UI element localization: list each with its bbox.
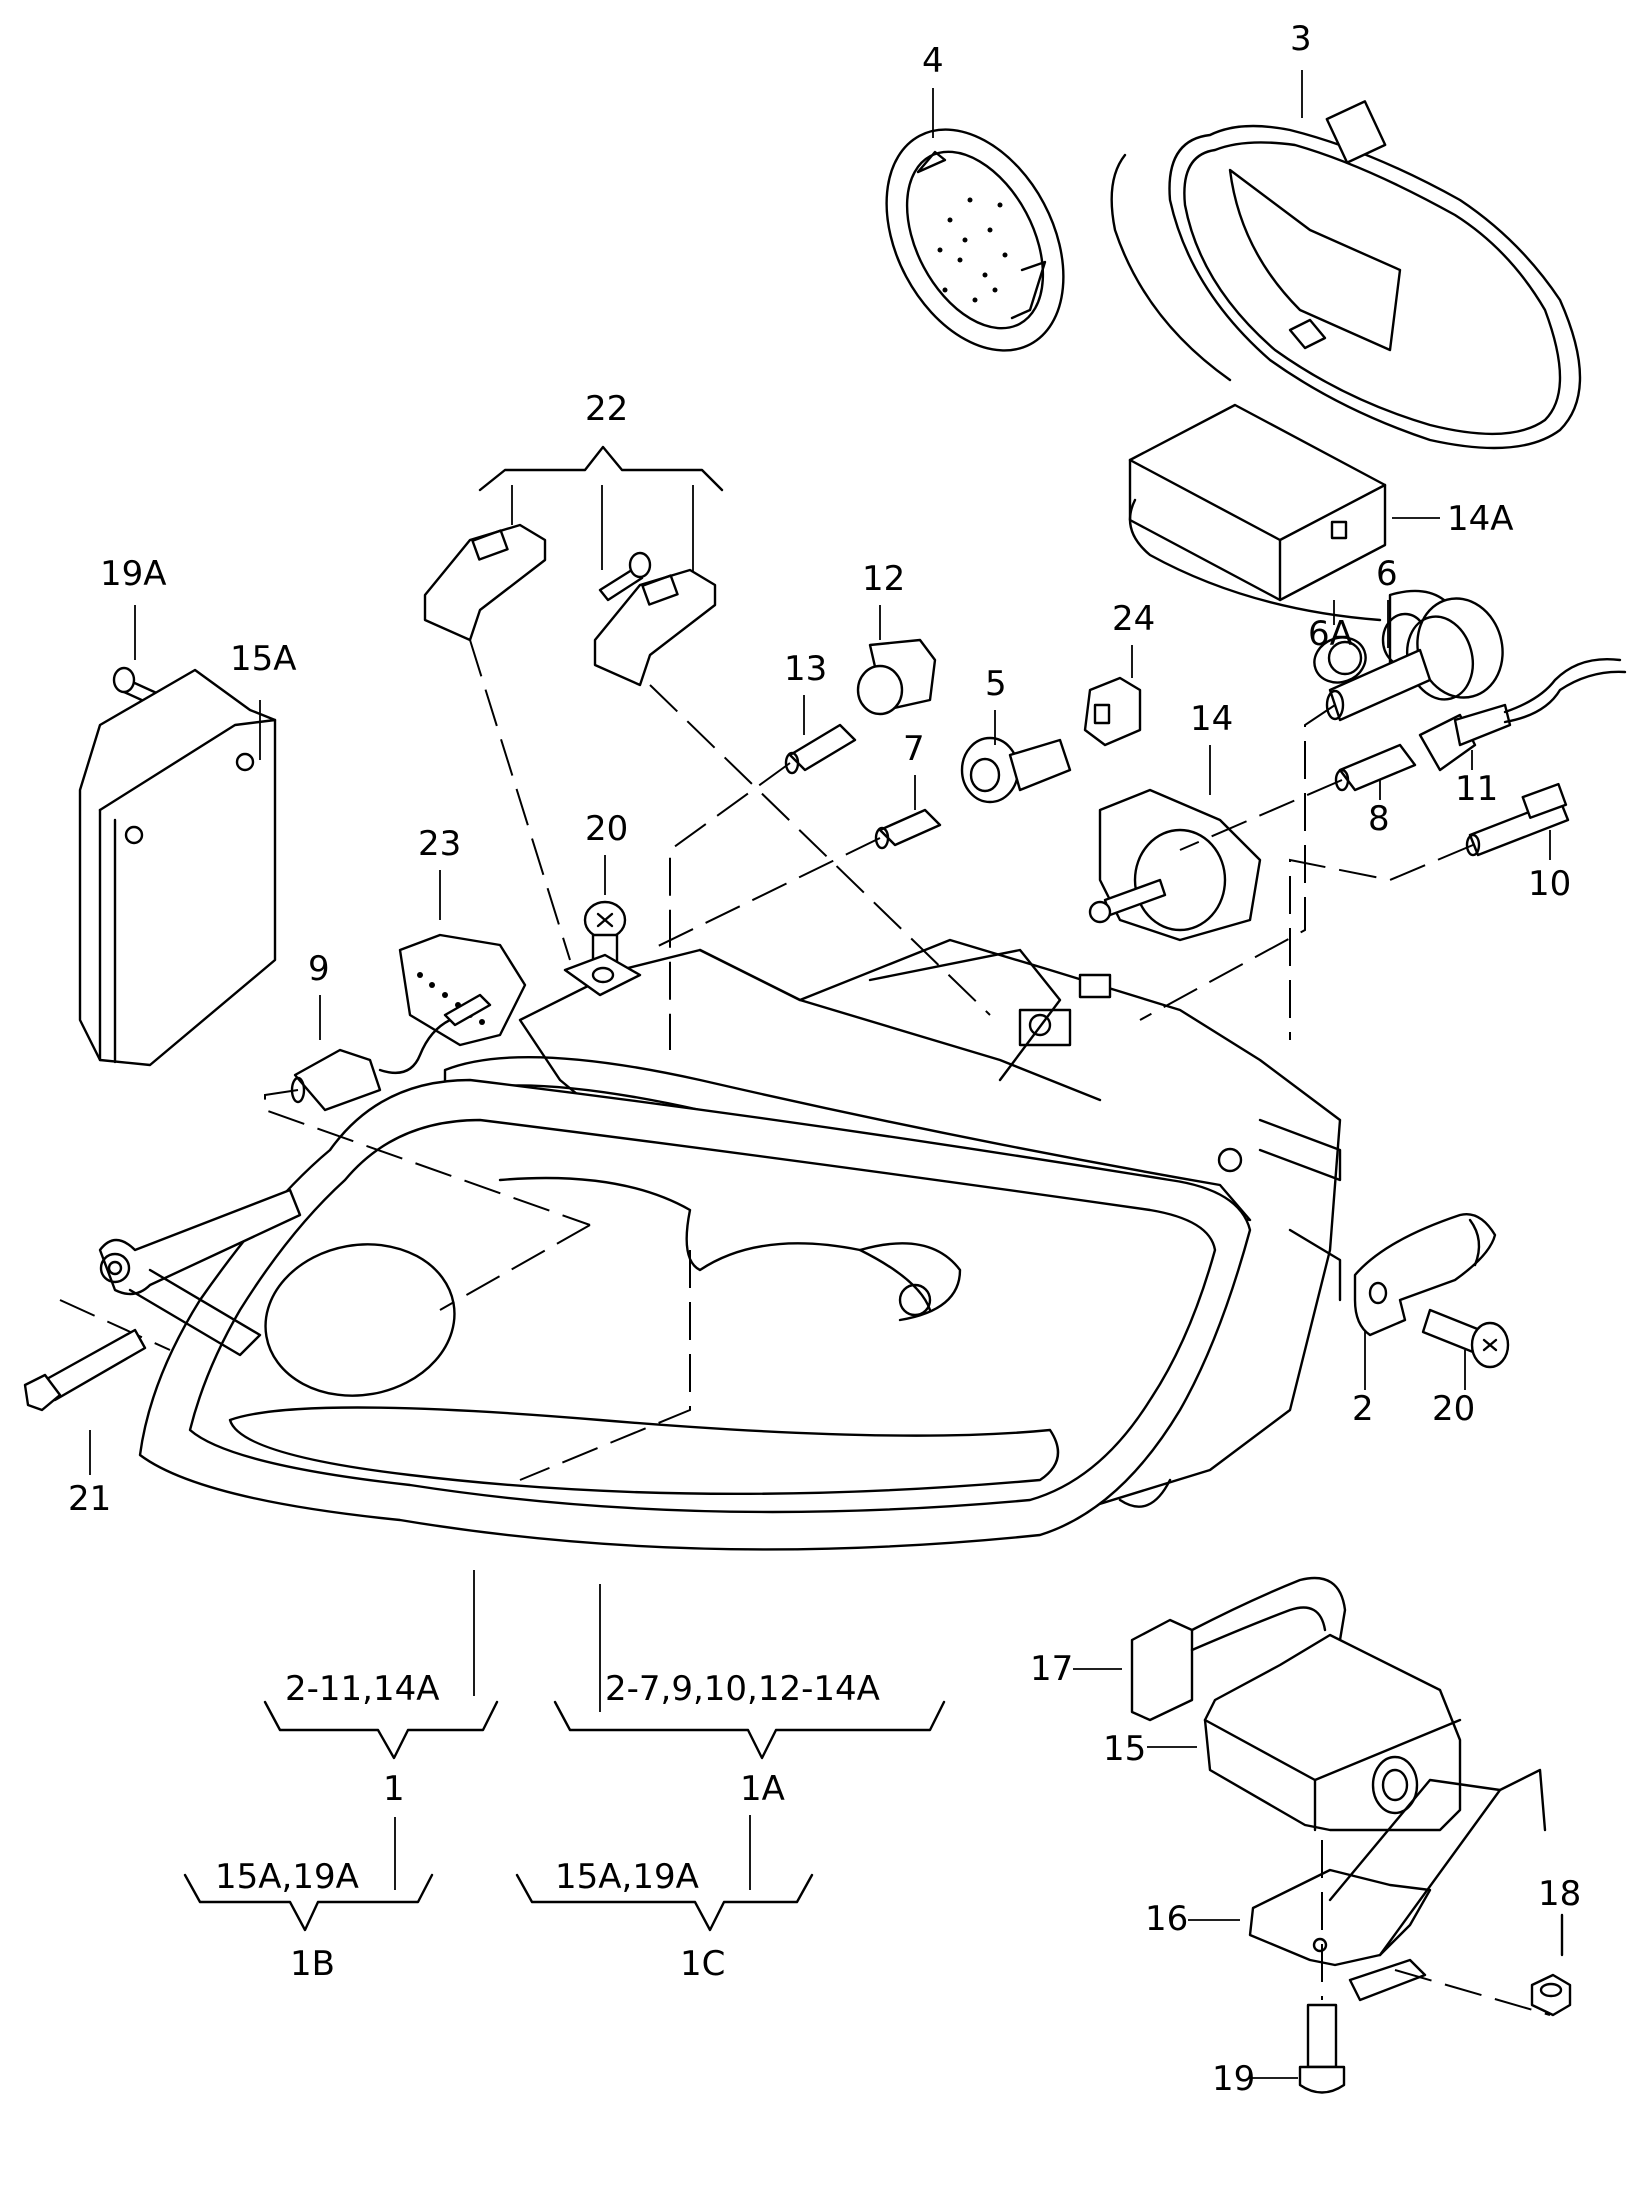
part-19-screw [1298,2003,1346,2094]
part-6-xenon-bulb [1325,597,1504,722]
assembly-line-9 [264,1089,591,1226]
group-1B-contents: 15A,19A [215,1857,359,1897]
callout-14A: 14A [1447,499,1514,539]
part-8-small-bulb [1334,743,1417,792]
callout-8: 8 [1368,799,1390,839]
callout-16: 16 [1145,1899,1188,1939]
callout-6: 6 [1376,554,1398,594]
callout-2: 2 [1352,1389,1374,1429]
callout-1B: 1B [290,1944,335,1984]
assembly-line-center [519,1250,691,1481]
callout-6A: 6A [1308,614,1353,654]
callout-13: 13 [784,649,827,689]
part-17-connector [1130,1576,1347,1722]
callout-3: 3 [1290,19,1312,59]
part-4-cover-cap [885,128,1065,352]
assembly-line-clip-left [469,639,571,961]
callout-15A: 15A [230,639,297,679]
part-24-connector [1083,676,1142,747]
callout-1: 1 [383,1769,405,1809]
callout-17: 17 [1030,1649,1073,1689]
part-11-socket-harness [1418,658,1627,772]
part-23-connector [398,933,527,1047]
bracket-group-1A [553,1700,946,1760]
assembly-line-7 [649,837,881,951]
callout-21: 21 [68,1479,111,1519]
bracket-group-1 [263,1700,499,1760]
assembly-line-projector [439,1224,591,1311]
callout-11: 11 [1455,769,1498,809]
bracket-group-1B [183,1873,434,1932]
part-22-screw [598,551,652,602]
callout-4: 4 [922,41,944,81]
callout-7: 7 [903,729,925,769]
part-14-adjuster-motor [1088,788,1262,942]
callout-22: 22 [585,389,628,429]
part-18-nut [1530,1973,1572,2017]
part-10-h1-bulb [1465,782,1570,857]
part-20-screw-right [1421,1308,1510,1369]
part-21-bolt [23,1328,147,1412]
callout-10: 10 [1528,864,1571,904]
callout-20-upper: 20 [585,809,628,849]
callout-18: 18 [1538,1874,1581,1914]
callout-19: 19 [1212,2059,1255,2099]
callout-23: 23 [418,824,461,864]
part-22-clip-right [593,568,717,687]
part-2-bracket [1353,1213,1497,1337]
bracket-22 [478,445,724,492]
callout-24: 24 [1112,599,1155,639]
group-1C-contents: 15A,19A [555,1857,699,1897]
part-15-ballast-module [1203,1633,1462,1832]
part-15A-control-unit [78,668,277,1067]
assembly-line-18 [1394,1969,1551,2016]
callout-1A: 1A [740,1769,785,1809]
assembly-line-6 [1139,704,1336,1021]
callout-1C: 1C [680,1944,725,1984]
part-3-rear-cover [1110,100,1582,450]
callout-5: 5 [985,664,1007,704]
part-22-clip-left [423,523,547,642]
part-5-bulb [960,736,1072,804]
callout-12: 12 [862,559,905,599]
part-6A-ring [1313,636,1367,684]
part-14A-control-unit [1128,403,1464,677]
part-1-headlight-housing [98,938,1342,1551]
assembly-line-clip-right [649,684,991,1016]
assembly-line-8 [1179,779,1343,851]
callout-14: 14 [1190,699,1233,739]
callout-19A: 19A [100,554,167,594]
callout-15: 15 [1103,1729,1146,1769]
group-1A-contents: 2-7,9,10,12-14A [605,1669,880,1709]
assembly-line-10 [1289,844,1474,1040]
assembly-line-21 [59,1299,171,1351]
part-9-bulb [290,993,492,1112]
callout-20-right: 20 [1432,1389,1475,1429]
bracket-group-1C [515,1873,814,1932]
part-12-bulb-socket [856,638,937,716]
part-7-small-bulb [874,808,942,850]
part-16-mounting-bracket [1248,1768,1547,2002]
callout-9: 9 [308,949,330,989]
group-1-contents: 2-11,14A [285,1669,440,1709]
assembly-line-13 [669,762,791,1050]
part-13-small-bulb [784,723,857,775]
